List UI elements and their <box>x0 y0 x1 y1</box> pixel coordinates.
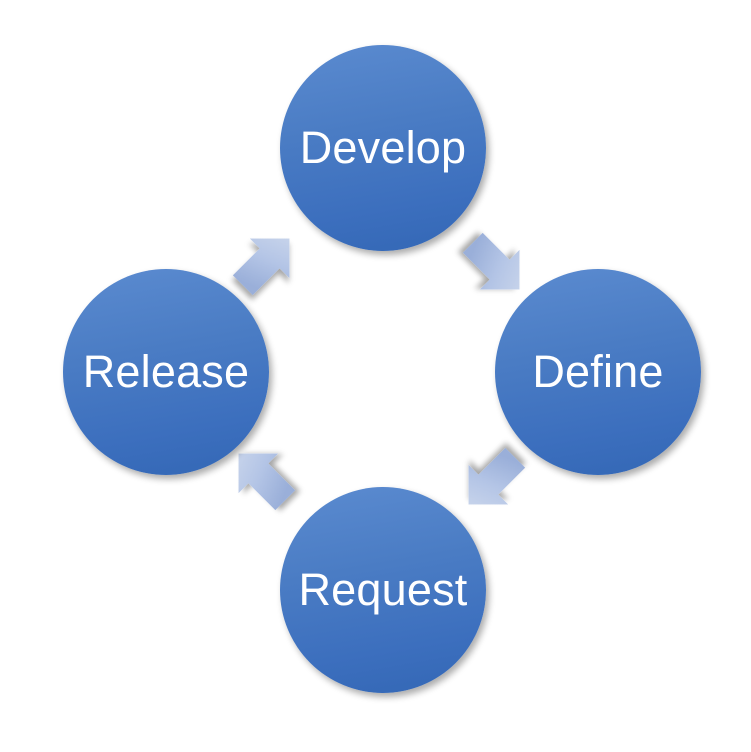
arrow-release-to-develop[interactable] <box>222 222 306 306</box>
arrow-develop-to-define[interactable] <box>452 222 536 306</box>
node-define-label: Define <box>532 345 664 397</box>
node-request[interactable]: Request <box>280 487 486 693</box>
node-define[interactable]: Define <box>495 269 701 475</box>
node-release[interactable]: Release <box>63 269 269 475</box>
node-release-label: Release <box>82 345 250 397</box>
node-request-label: Request <box>298 563 468 615</box>
node-develop-label: Develop <box>299 121 467 173</box>
arrow-request-to-release[interactable] <box>222 437 306 521</box>
arrow-define-to-request[interactable] <box>452 437 536 521</box>
node-develop[interactable]: Develop <box>280 45 486 251</box>
